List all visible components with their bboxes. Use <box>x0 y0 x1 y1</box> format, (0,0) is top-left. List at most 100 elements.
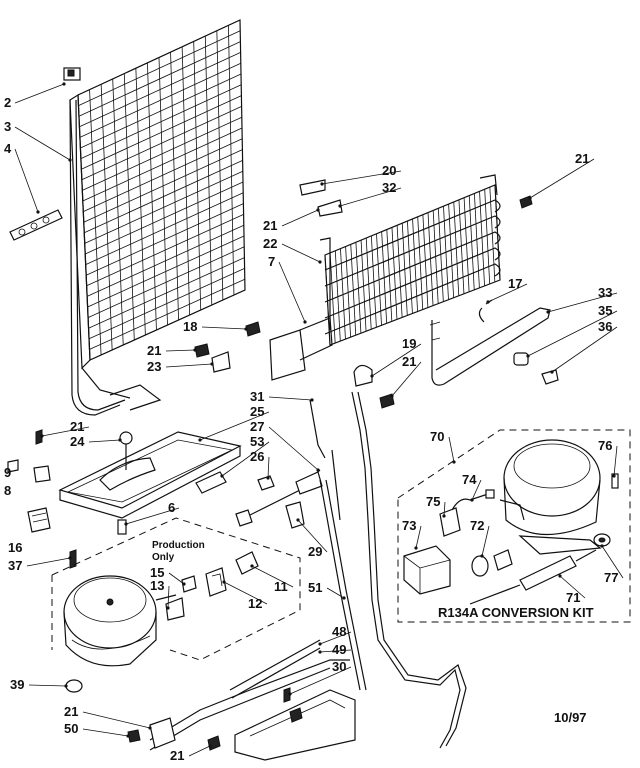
leader-arrowhead <box>528 196 532 200</box>
callout-21: 21 <box>147 343 161 358</box>
leader-arrowhead <box>210 362 214 366</box>
leader-arrowhead <box>318 260 322 264</box>
part-73-relay-box <box>403 545 451 595</box>
callout-9: 9 <box>4 465 11 480</box>
part-35-grommet <box>513 352 529 366</box>
leader-line <box>339 187 402 207</box>
condenser-tube <box>135 68 146 336</box>
leader-line <box>559 575 586 599</box>
leader-lines <box>14 82 624 757</box>
callout-6: 6 <box>168 500 175 515</box>
leader-line <box>188 745 211 757</box>
part-18-screw <box>245 321 261 337</box>
part-77-grommet <box>593 533 611 547</box>
callout-72: 72 <box>470 518 484 533</box>
part-25-drain-pan <box>58 431 242 519</box>
leader-arrowhead <box>486 300 490 304</box>
part-2-clip <box>63 67 81 81</box>
leader-line <box>267 456 270 479</box>
leader-arrowhead <box>316 468 320 472</box>
part-15-grommet <box>181 575 197 593</box>
callout-13: 13 <box>150 578 164 593</box>
callout-49: 49 <box>332 642 346 657</box>
callout-8: 8 <box>4 483 11 498</box>
callout-2: 2 <box>4 95 11 110</box>
leader-line <box>448 436 455 463</box>
callout-50: 50 <box>64 721 78 736</box>
leader-arrowhead <box>118 438 122 442</box>
part-31-capillary <box>309 399 367 691</box>
part-53-heater <box>195 471 227 494</box>
leader-arrowhead <box>124 522 128 526</box>
part-32-screw <box>317 199 343 217</box>
condenser-tube <box>100 84 113 351</box>
leader-line <box>199 411 270 441</box>
callout-21: 21 <box>575 151 589 166</box>
leader-arrowhead <box>62 82 66 86</box>
part-21-pan-screw <box>35 429 43 445</box>
leader-line <box>168 572 185 585</box>
leader-arrowhead <box>316 208 320 212</box>
callout-numbers: 2342032212122717333536181921212331252753… <box>4 95 618 763</box>
callout-24: 24 <box>70 434 85 449</box>
leader-line <box>297 519 328 553</box>
leader-arrowhead <box>612 474 616 478</box>
leader-line <box>281 243 321 263</box>
leader-arrowhead <box>558 574 562 578</box>
leader-line <box>487 283 528 303</box>
callout-75: 75 <box>426 494 440 509</box>
leader-line <box>88 439 121 443</box>
production-note-line1: Production <box>152 540 205 551</box>
part-48-49-tubes <box>229 639 321 699</box>
leader-arrowhead <box>442 514 446 518</box>
leader-arrowhead <box>244 327 248 331</box>
suction-line <box>429 307 551 386</box>
evaporator-tube <box>324 231 501 303</box>
leader-line <box>26 557 71 567</box>
callout-3: 3 <box>4 119 11 134</box>
part-12-relay <box>205 567 227 597</box>
callout-48: 48 <box>332 624 346 639</box>
callout-32: 32 <box>382 180 396 195</box>
callout-27: 27 <box>250 419 264 434</box>
leader-line <box>319 649 352 653</box>
part-76-compressor <box>499 439 619 555</box>
leader-line <box>471 479 482 501</box>
leader-arrowhead <box>266 476 270 480</box>
leader-line <box>319 631 352 645</box>
callout-53: 53 <box>250 434 264 449</box>
callout-18: 18 <box>183 319 197 334</box>
part-71-drier <box>469 549 597 605</box>
evaporator-tube <box>324 199 501 271</box>
callout-33: 33 <box>598 285 612 300</box>
leader-line <box>223 581 268 605</box>
callout-26: 26 <box>250 449 264 464</box>
leader-arrowhead <box>193 348 197 352</box>
leader-line <box>443 501 446 517</box>
callout-30: 30 <box>332 659 346 674</box>
screw-21-mid <box>194 343 210 358</box>
leader-arrowhead <box>222 580 226 584</box>
callout-21: 21 <box>170 748 184 763</box>
callout-73: 73 <box>402 518 416 533</box>
evaporator-fin <box>448 204 455 298</box>
callout-21: 21 <box>402 354 416 369</box>
evaporator-fin <box>479 191 485 286</box>
part-23-bracket <box>211 351 231 373</box>
leader-arrowhead <box>68 158 72 162</box>
leader-arrowhead <box>318 650 322 654</box>
leader-arrowhead <box>370 374 374 378</box>
leader-arrowhead <box>208 744 212 748</box>
leader-line <box>371 343 422 377</box>
condenser-coil <box>69 19 246 416</box>
leader-arrowhead <box>288 692 292 696</box>
leader-line <box>326 587 345 599</box>
evaporator-tube <box>324 247 501 319</box>
leader-line <box>28 684 67 687</box>
evaporator-fin <box>453 201 460 296</box>
leader-arrowhead <box>182 582 186 586</box>
leader-arrowhead <box>338 204 342 208</box>
leader-arrowhead <box>220 474 224 478</box>
part-6-grommet <box>117 519 127 535</box>
